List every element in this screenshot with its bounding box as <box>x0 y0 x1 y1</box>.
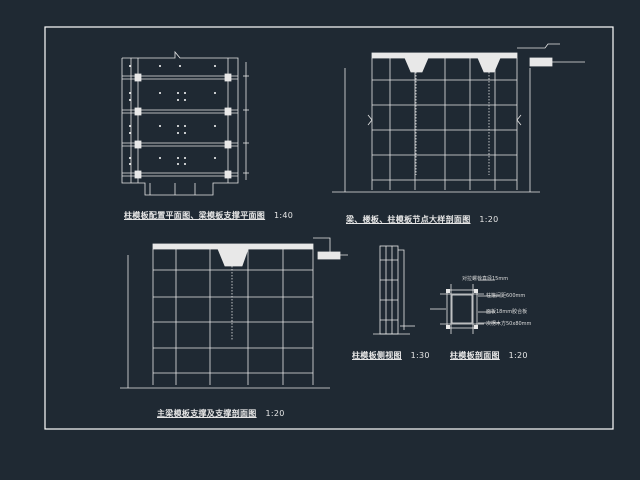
plan-view-dots <box>129 65 216 165</box>
caption-plan-view-title: 柱模板配置平面图、梁模板支撑平面图 <box>124 211 266 220</box>
note-bolt: 对拉螺栓直径15mm <box>462 276 509 282</box>
caption-section-top-right-title: 梁、楼板、柱模板节点大样剖面图 <box>346 215 471 224</box>
column-section-bolts <box>446 289 478 329</box>
section-view-top-right <box>332 43 585 193</box>
column-side-view <box>373 245 415 335</box>
caption-section-bottom-left-title: 主梁模板支撑及支撑剖面图 <box>157 409 257 418</box>
caption-section-bottom-left: 主梁模板支撑及支撑剖面图 1:20 <box>157 408 285 419</box>
column-section-view <box>430 279 500 334</box>
caption-plan-view: 柱模板配置平面图、梁模板支撑平面图 1:40 <box>124 210 293 221</box>
note-timber: 次楞木方50x80mm <box>486 321 532 327</box>
caption-column-section-scale: 1:20 <box>508 351 528 360</box>
caption-column-side-view-title: 柱模板侧视图 <box>352 351 402 360</box>
plan-view-drawing <box>121 50 249 196</box>
note-hoop-spacing: 柱箍间距600mm <box>486 293 526 299</box>
caption-section-top-right: 梁、楼板、柱模板节点大样剖面图 1:20 <box>346 214 499 225</box>
caption-column-section-title: 柱模板剖面图 <box>450 351 500 360</box>
caption-column-section: 柱模板剖面图 1:20 <box>450 350 528 361</box>
caption-column-side-view-scale: 1:30 <box>410 351 430 360</box>
caption-column-side-view: 柱模板侧视图 1:30 <box>352 350 430 361</box>
caption-section-top-right-scale: 1:20 <box>479 215 499 224</box>
drawing-frame <box>44 26 614 430</box>
section-view-bottom-left <box>120 237 348 389</box>
caption-plan-view-scale: 1:40 <box>273 211 294 220</box>
caption-section-bottom-left-scale: 1:20 <box>265 409 285 418</box>
note-panel: 面板18mm胶合板 <box>486 309 528 315</box>
